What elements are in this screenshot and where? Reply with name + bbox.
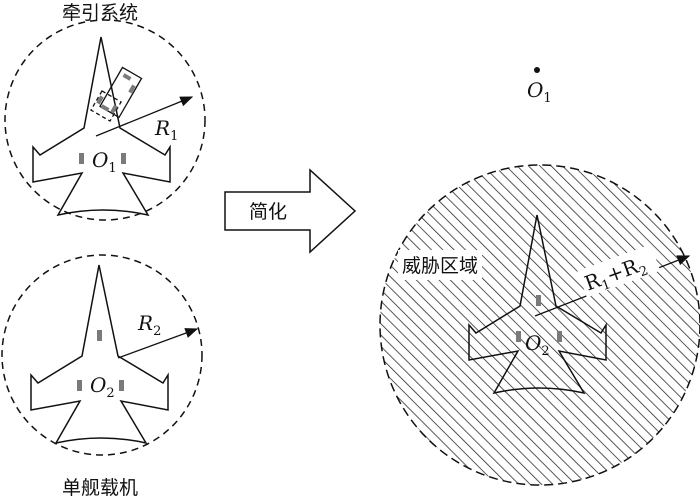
r1r2-label: R1+R2 [577, 244, 661, 298]
r1-label: R1 [154, 116, 178, 144]
o1-point [534, 67, 540, 73]
simplify-label: 简化 [249, 201, 287, 223]
gear-marker [536, 295, 541, 306]
single-aircraft-circle [1, 254, 203, 456]
o2-label: O2 [90, 373, 115, 401]
threat-zone-circle [379, 164, 700, 486]
radius-r2-arrow [117, 328, 199, 359]
gear-marker [121, 153, 126, 164]
gear-marker [557, 331, 562, 342]
radius-r1-arrow [95, 96, 194, 137]
gear-marker [97, 330, 102, 341]
o1-point-label: O1 [527, 78, 552, 106]
aircraft-2 [30, 264, 169, 444]
aircraft-1 [32, 36, 171, 216]
threat-zone-label-bg [398, 250, 482, 280]
gear-marker [79, 153, 84, 164]
gear-marker [77, 380, 82, 391]
tow-tractor [90, 66, 143, 122]
tow-system-circle [4, 19, 206, 221]
single-aircraft-label: 单舰载机 [62, 477, 138, 499]
aircraft-3 [468, 214, 607, 395]
o2-threat-label: O2 [525, 331, 550, 359]
threat-zone-label: 威胁区域 [402, 255, 478, 277]
o1-label: O1 [92, 148, 117, 176]
simplify-arrow [224, 168, 357, 254]
r2-label: R2 [137, 311, 161, 339]
gear-marker [119, 380, 124, 391]
tow-system-label: 牵引系统 [62, 2, 138, 24]
gear-marker [516, 331, 521, 342]
